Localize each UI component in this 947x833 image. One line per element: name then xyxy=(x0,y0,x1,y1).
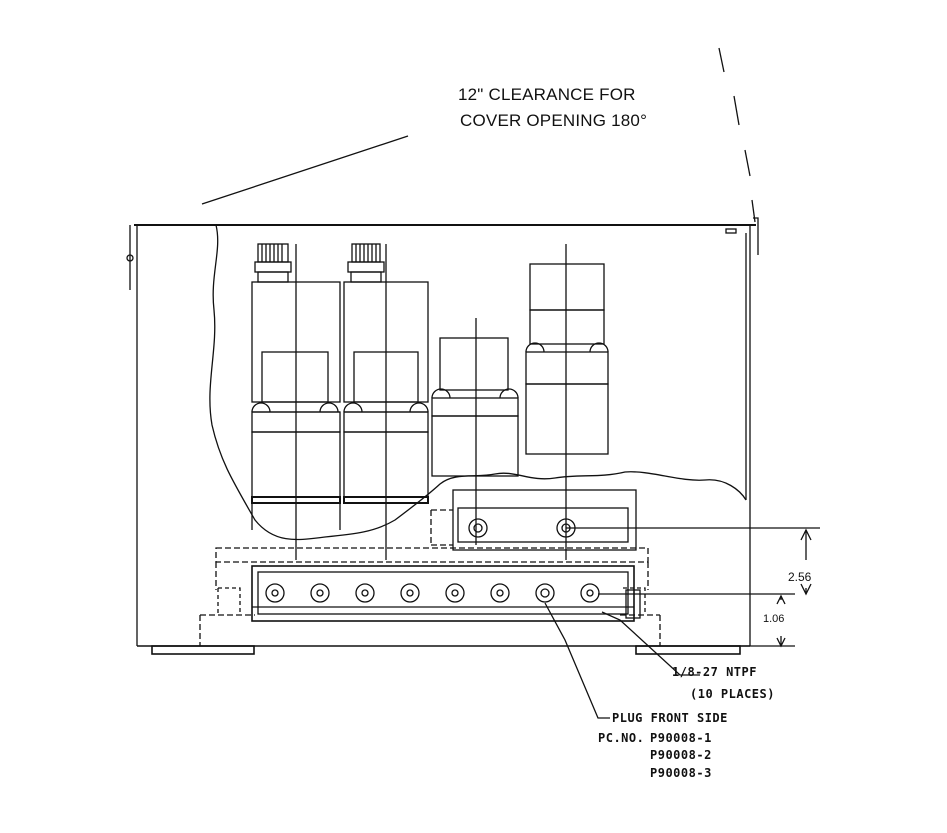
port-icon xyxy=(490,583,510,603)
port-icon xyxy=(580,583,600,603)
clearance-note-line1: 12" CLEARANCE FOR xyxy=(458,85,636,104)
port-icon xyxy=(535,583,555,603)
part-number-2: P90008-2 xyxy=(650,748,712,762)
port-icon xyxy=(445,583,465,603)
part-number-3: P90008-3 xyxy=(650,766,712,780)
lower-manifold xyxy=(199,547,661,646)
dimension-lines xyxy=(566,527,820,648)
part-number-prefix: PC.NO. xyxy=(598,731,645,745)
port-icon xyxy=(400,583,420,603)
cutaway-break-line xyxy=(209,224,747,541)
plug-label: PLUG FRONT SIDE xyxy=(612,711,728,725)
dimension-lower: 1.06 xyxy=(763,613,785,625)
port-icon xyxy=(310,583,330,603)
part-number-1: P90008-1 xyxy=(650,731,712,745)
thread-note-line2: (10 PLACES) xyxy=(690,687,775,701)
clearance-note-line2: COVER OPENING 180° xyxy=(460,111,648,130)
thread-note-line1: 1/8-27 NTPF xyxy=(672,665,757,679)
port-icon xyxy=(355,583,375,603)
component-right xyxy=(525,244,609,560)
port-upper-left-icon xyxy=(468,518,488,538)
cover-swing-arc xyxy=(201,47,756,223)
component-left xyxy=(251,243,341,560)
port-icon xyxy=(265,583,285,603)
upper-manifold xyxy=(430,489,637,551)
component-center xyxy=(431,318,519,545)
leader-lines xyxy=(544,602,700,719)
dimension-upper: 2.56 xyxy=(788,570,812,584)
component-second xyxy=(343,243,429,560)
